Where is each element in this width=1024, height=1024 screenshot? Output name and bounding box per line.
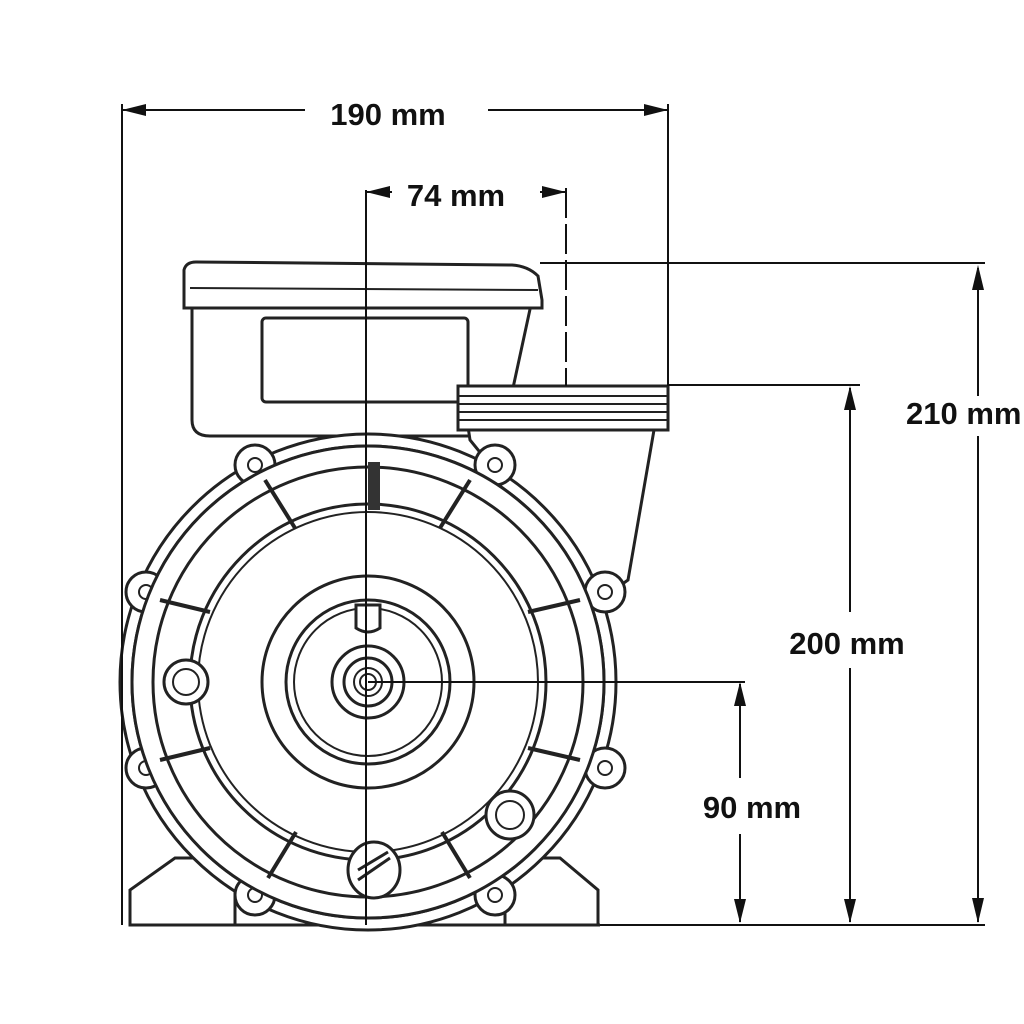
- label-shaft-height: 90 mm: [703, 790, 801, 825]
- label-outlet-height: 200 mm: [789, 626, 904, 661]
- dimension-90: [734, 682, 746, 923]
- dimension-74: [366, 186, 566, 198]
- motor-base: [128, 856, 600, 927]
- pump-outline: [118, 260, 670, 932]
- dimension-200: [844, 386, 856, 923]
- dimension-190: [122, 104, 668, 116]
- dimension-210: [972, 265, 984, 923]
- discharge-outlet: [456, 384, 670, 603]
- label-offset-width: 74 mm: [407, 178, 505, 213]
- extension-lines: [121, 104, 985, 926]
- label-overall-width: 190 mm: [330, 97, 445, 132]
- label-overall-height: 210 mm: [906, 396, 1021, 431]
